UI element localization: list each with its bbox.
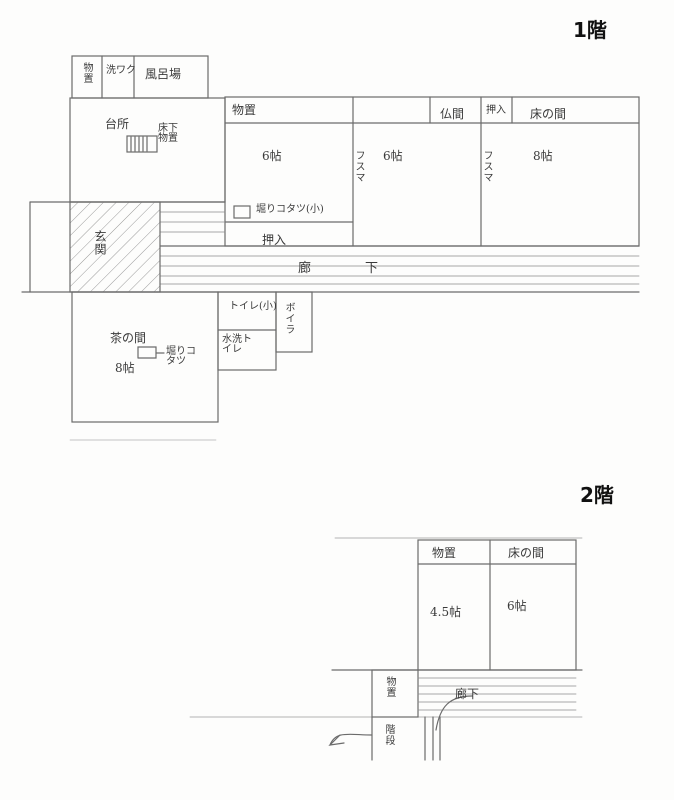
storage-2-label: 物置 — [384, 676, 395, 698]
under-floor-storage-label: 床下物置 — [158, 123, 178, 144]
bath-label: 風呂場 — [145, 67, 182, 81]
tea-room-size-label: 8帖 — [115, 361, 135, 375]
oshiire-top-label: 押入 — [486, 105, 506, 116]
entrance-label: 玄関 — [93, 230, 107, 256]
wet-area-block — [71, 55, 209, 99]
boiler-label: ボイラ — [283, 302, 294, 335]
stairs-label: 階段 — [383, 724, 394, 746]
tokonoma-2-label: 床の間 — [508, 546, 545, 560]
room-8-label: 8帖 — [533, 149, 553, 163]
floor1-title: 1階 — [573, 18, 607, 42]
boiler-room — [275, 291, 313, 353]
room-6a-label: 6帖 — [262, 149, 282, 163]
washroom-label: 洗ワク — [106, 65, 136, 76]
entrance-area — [69, 201, 161, 293]
storage-1-label: 物置 — [432, 546, 457, 560]
butsuma-label: 仏間 — [440, 107, 465, 121]
oshiire-bottom-label: 押入 — [262, 233, 287, 247]
tea-room-label: 茶の間 — [110, 331, 147, 345]
toilet-small-label: トイレ(小) — [229, 301, 277, 312]
kotatsu-1-label: 堀りコタツ(小) — [256, 204, 324, 215]
room-45-label: 4.5帖 — [430, 605, 462, 619]
main-rooms-block — [224, 96, 640, 247]
flush-toilet-label: 水洗トイレ — [222, 334, 252, 355]
corridor-1-label: 廊下 — [298, 261, 433, 276]
room-6-label: 6帖 — [507, 599, 527, 613]
upper-storage — [371, 669, 419, 718]
storage-top-label: 物置 — [232, 103, 257, 117]
fusuma-1-label: フスマ — [353, 150, 364, 183]
floor2-title: 2階 — [580, 483, 614, 507]
fusuma-2-label: フスマ — [481, 150, 492, 183]
storage-top-left-label: 物置 — [81, 62, 92, 84]
kotatsu-2-label: 堀りコタツ — [166, 346, 196, 367]
tokonoma-1-label: 床の間 — [530, 107, 567, 121]
room-6b-label: 6帖 — [383, 149, 403, 163]
corridor-2-label: 廊下 — [455, 687, 480, 701]
kitchen-label: 台所 — [105, 117, 130, 131]
